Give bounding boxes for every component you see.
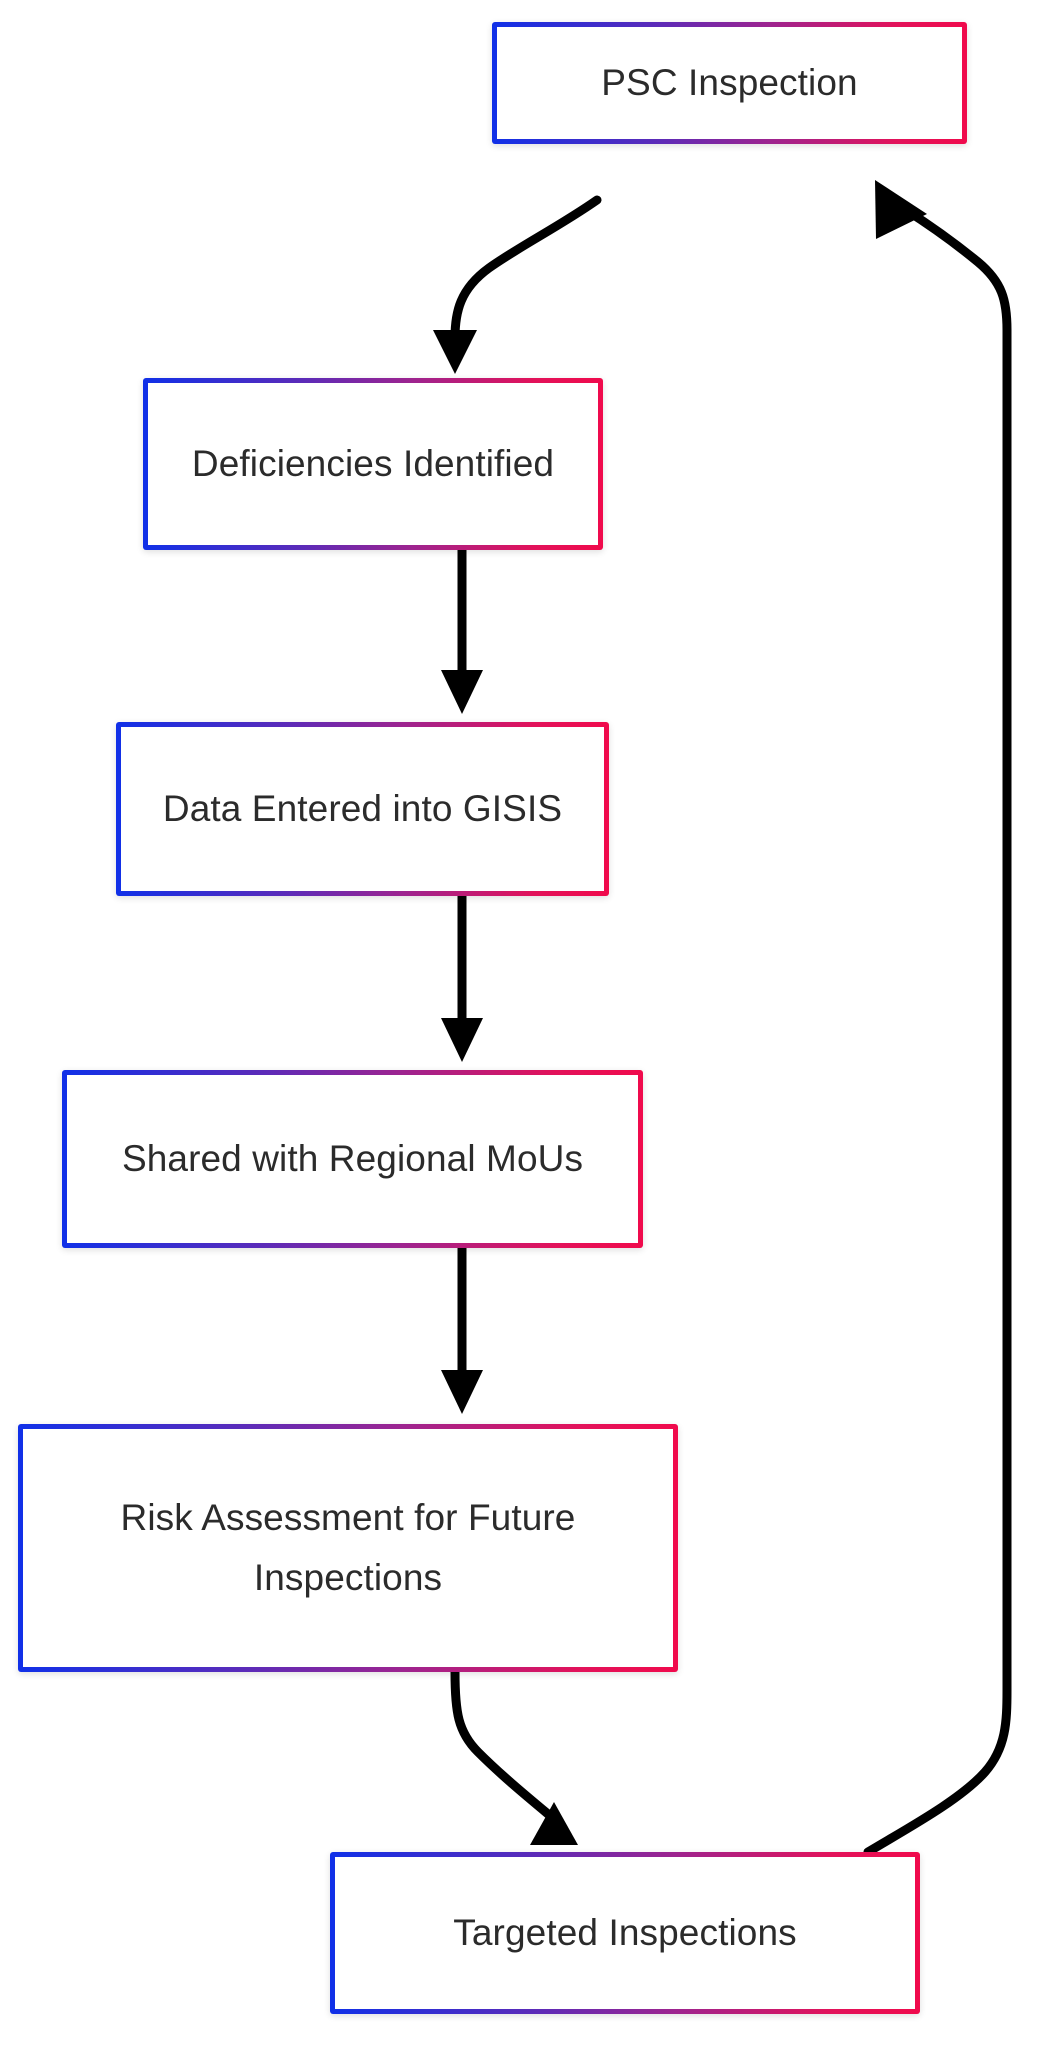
edge-gisis-to-mous (441, 891, 483, 1062)
edge-targeted-to-psc-feedback (863, 180, 1012, 1857)
node-risk-assessment-label: Risk Assessment for Future Inspections (120, 1497, 576, 1598)
node-deficiencies-identified[interactable]: Deficiencies Identified (143, 378, 603, 550)
node-psc-inspection[interactable]: PSC Inspection (492, 22, 967, 144)
node-psc-inspection-label: PSC Inspection (601, 62, 858, 104)
node-data-entered-gisis-label: Data Entered into GISIS (162, 788, 563, 830)
node-shared-regional-mous[interactable]: Shared with Regional MoUs (62, 1070, 643, 1248)
node-targeted-inspections[interactable]: Targeted Inspections (330, 1852, 920, 2014)
edge-psc-to-deficiencies (433, 195, 602, 374)
node-risk-assessment[interactable]: Risk Assessment for Future Inspections (18, 1424, 678, 1672)
node-data-entered-gisis[interactable]: Data Entered into GISIS (116, 722, 609, 896)
node-deficiencies-identified-label: Deficiencies Identified (191, 443, 555, 485)
edge-risk-to-targeted (450, 1667, 578, 1845)
edge-deficiencies-to-gisis (441, 545, 483, 714)
edge-mous-to-risk (441, 1243, 483, 1414)
node-targeted-inspections-label: Targeted Inspections (453, 1912, 797, 1954)
node-shared-regional-mous-label: Shared with Regional MoUs (121, 1138, 584, 1180)
